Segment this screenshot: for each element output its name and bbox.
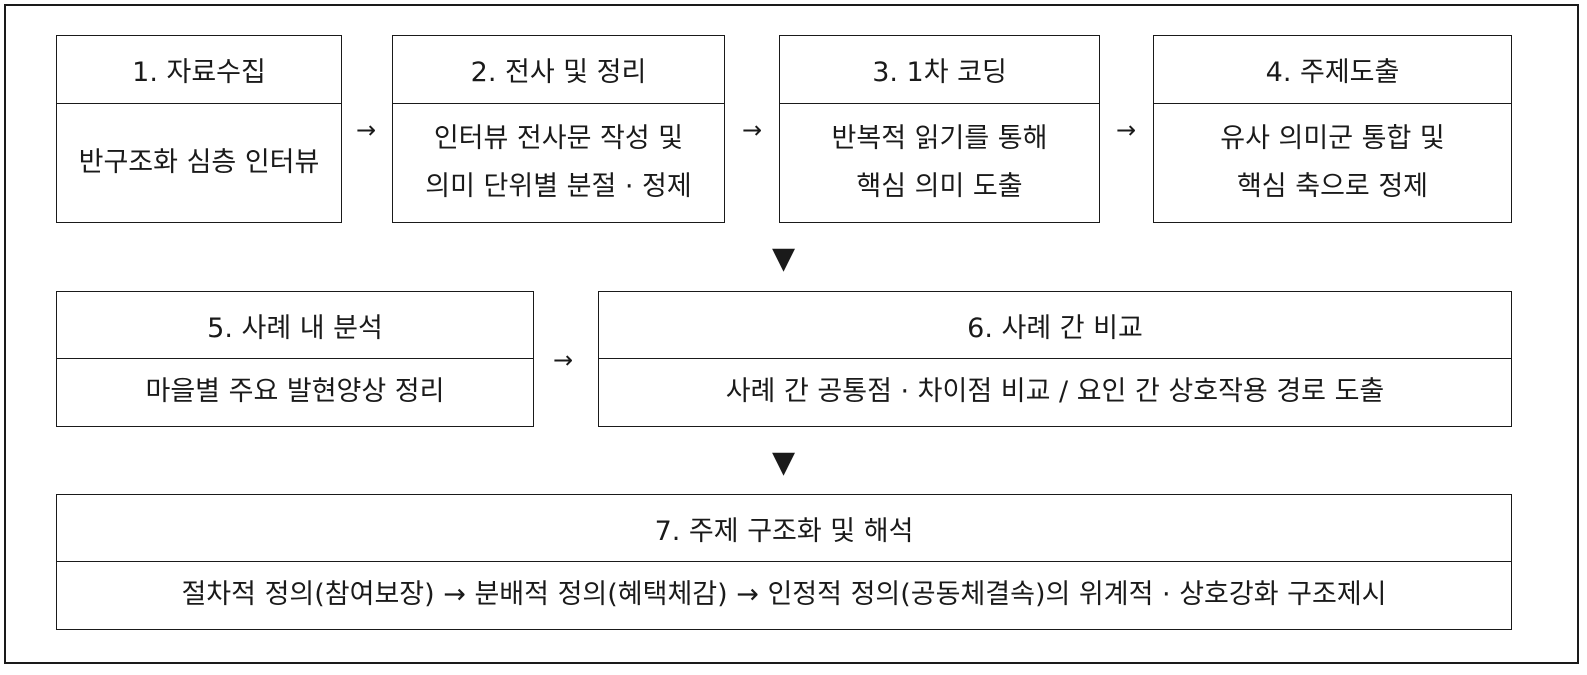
step-4-line-2: 핵심 축으로 정제 <box>1236 170 1429 202</box>
step-1-line-1: 반구조화 심층 인터뷰 <box>78 146 320 178</box>
step-2-line-1: 인터뷰 전사문 작성 및 <box>433 122 684 154</box>
step-4-desc: 유사 의미군 통합 및 핵심 축으로 정제 <box>1154 103 1511 222</box>
step-1-box: 1. 자료수집 반구조화 심층 인터뷰 <box>56 35 342 223</box>
step-6-box: 6. 사례 간 비교 사례 간 공통점 · 차이점 비교 / 요인 간 상호작용… <box>598 291 1512 427</box>
step-3-desc: 반복적 읽기를 통해 핵심 의미 도출 <box>780 103 1099 222</box>
step-1-desc: 반구조화 심층 인터뷰 <box>57 103 341 222</box>
step-7-title: 7. 주제 구조화 및 해석 <box>57 495 1511 562</box>
step-4-line-1: 유사 의미군 통합 및 <box>1220 122 1445 154</box>
diagram-frame <box>4 4 1579 664</box>
step-4-box: 4. 주제도출 유사 의미군 통합 및 핵심 축으로 정제 <box>1153 35 1512 223</box>
step-7-desc: 절차적 정의(참여보장) → 분배적 정의(혜택체감) → 인정적 정의(공동체… <box>57 561 1511 629</box>
step-2-desc: 인터뷰 전사문 작성 및 의미 단위별 분절 · 정제 <box>393 103 724 222</box>
step-6-desc: 사례 간 공통점 · 차이점 비교 / 요인 간 상호작용 경로 도출 <box>599 358 1511 426</box>
down-arrow-2: ▼ <box>772 445 796 480</box>
step-5-desc: 마을별 주요 발현양상 정리 <box>57 358 533 426</box>
down-arrow-1: ▼ <box>772 241 796 276</box>
step-5-title: 5. 사례 내 분석 <box>57 292 533 359</box>
step-7-line-1: 절차적 정의(참여보장) → 분배적 정의(혜택체감) → 인정적 정의(공동체… <box>181 579 1387 610</box>
step-6-title: 6. 사례 간 비교 <box>599 292 1511 359</box>
right-arrow-5-6: → <box>553 346 574 374</box>
right-arrow-3-4: → <box>1116 116 1137 144</box>
right-arrow-1-2: → <box>356 116 377 144</box>
step-5-line-1: 마을별 주요 발현양상 정리 <box>145 376 445 407</box>
step-2-line-2: 의미 단위별 분절 · 정제 <box>425 170 692 202</box>
step-2-box: 2. 전사 및 정리 인터뷰 전사문 작성 및 의미 단위별 분절 · 정제 <box>392 35 725 223</box>
step-2-title: 2. 전사 및 정리 <box>393 36 724 104</box>
step-1-title: 1. 자료수집 <box>57 36 341 104</box>
step-4-title: 4. 주제도출 <box>1154 36 1511 104</box>
step-3-line-2: 핵심 의미 도출 <box>856 170 1023 202</box>
step-7-box: 7. 주제 구조화 및 해석 절차적 정의(참여보장) → 분배적 정의(혜택체… <box>56 494 1512 630</box>
right-arrow-2-3: → <box>742 116 763 144</box>
step-5-box: 5. 사례 내 분석 마을별 주요 발현양상 정리 <box>56 291 534 427</box>
step-3-title: 3. 1차 코딩 <box>780 36 1099 104</box>
step-6-line-1: 사례 간 공통점 · 차이점 비교 / 요인 간 상호작용 경로 도출 <box>725 376 1385 407</box>
step-3-line-1: 반복적 읽기를 통해 <box>831 122 1048 154</box>
step-3-box: 3. 1차 코딩 반복적 읽기를 통해 핵심 의미 도출 <box>779 35 1100 223</box>
